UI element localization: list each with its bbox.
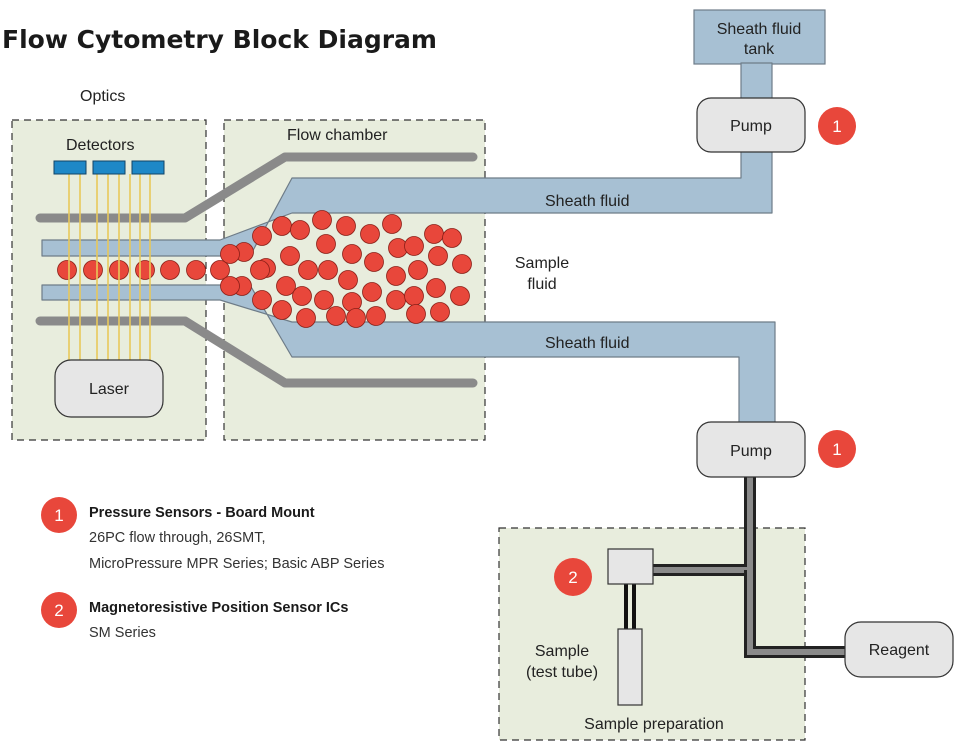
cell: [186, 260, 206, 280]
pump-bottom: [696, 421, 806, 478]
sample-preparation-label: Sample preparation: [584, 716, 724, 733]
tank-label-line2: tank: [744, 41, 775, 58]
cell: [404, 286, 424, 306]
cell: [408, 260, 428, 280]
cell: [386, 290, 406, 310]
legend-badge-2-text: 2: [54, 601, 63, 620]
laser-label: Laser: [89, 381, 130, 398]
cell: [426, 278, 446, 298]
detector-1: [53, 160, 87, 175]
cell: [57, 260, 77, 280]
pump-top-label: Pump: [730, 118, 772, 135]
legend-1-line2: MicroPressure MPR Series; Basic ABP Seri…: [89, 556, 384, 572]
sheath-fluid-tank: [693, 9, 826, 65]
cell: [338, 270, 358, 290]
cell: [220, 276, 240, 296]
cell: [298, 260, 318, 280]
cell: [366, 306, 386, 326]
cell: [406, 304, 426, 324]
test-tube: [617, 628, 643, 706]
cell: [450, 286, 470, 306]
reagent-box: [844, 621, 954, 678]
cell: [428, 246, 448, 266]
cell: [326, 306, 346, 326]
legend-1-line1: 26PC flow through, 26SMT,: [89, 530, 266, 546]
cell: [316, 234, 336, 254]
cell: [276, 276, 296, 296]
cell: [360, 224, 380, 244]
cell: [135, 260, 155, 280]
detector-2: [92, 160, 126, 175]
pump-bottom-label: Pump: [730, 443, 772, 460]
badge-pump-bottom: [818, 430, 856, 468]
sample-fluid-label-line1: Sample: [515, 255, 569, 272]
legend-badge-1: [41, 497, 77, 533]
cell: [382, 214, 402, 234]
cell: [430, 302, 450, 322]
cell: [250, 260, 270, 280]
legend-badge-2: [41, 592, 77, 628]
cell: [252, 290, 272, 310]
cell: [424, 224, 444, 244]
cell: [364, 252, 384, 272]
cell: [296, 308, 316, 328]
sample-cells: [57, 210, 472, 328]
sample-fluid-label-line2: fluid: [527, 276, 556, 293]
pump-top: [696, 97, 806, 153]
cell: [280, 246, 300, 266]
top-sheath-pipe: [41, 62, 773, 257]
laser-beams: [68, 174, 151, 360]
cell: [442, 228, 462, 248]
reagent-tube-inner: [747, 570, 845, 655]
cell: [272, 216, 292, 236]
badge-sample-prep-text: 2: [568, 568, 577, 587]
cell: [362, 282, 382, 302]
sample-tube-label-line2: (test tube): [526, 664, 598, 681]
badge-pump-top-text: 1: [832, 117, 841, 136]
cell: [318, 260, 338, 280]
cell: [386, 266, 406, 286]
cell: [292, 286, 312, 306]
cell: [252, 226, 272, 246]
sample-tube-label-line1: Sample: [535, 643, 589, 660]
sheath-fluid-top-label: Sheath fluid: [545, 193, 630, 210]
legend-1-heading: Pressure Sensors - Board Mount: [89, 505, 315, 521]
cell: [404, 236, 424, 256]
cell: [346, 308, 366, 328]
cell: [336, 216, 356, 236]
upper-gray-wall: [35, 152, 478, 223]
badge-pump-bottom-text: 1: [832, 440, 841, 459]
sheath-fluid-bottom-label: Sheath fluid: [545, 335, 630, 352]
badge-sample-prep: [554, 558, 592, 596]
legend-2-heading: Magnetoresistive Position Sensor ICs: [89, 600, 348, 616]
detector-3: [131, 160, 165, 175]
lower-gray-wall: [35, 316, 478, 388]
tank-label-line1: Sheath fluid: [717, 21, 802, 38]
badge-pump-top: [818, 107, 856, 145]
cell: [452, 254, 472, 274]
cell: [160, 260, 180, 280]
cell: [290, 220, 310, 240]
position-sensor-box: [607, 548, 654, 585]
diagram-title: Flow Cytometry Block Diagram: [2, 25, 437, 54]
legend-badge-1-text: 1: [54, 506, 63, 525]
cell: [312, 210, 332, 230]
flow-chamber-label: Flow chamber: [287, 127, 388, 144]
cell: [342, 244, 362, 264]
detectors-label: Detectors: [66, 137, 134, 154]
cell: [220, 244, 240, 264]
laser-box: [54, 359, 164, 418]
cell: [314, 290, 334, 310]
cell: [272, 300, 292, 320]
cell: [210, 260, 230, 280]
optics-label: Optics: [80, 88, 125, 105]
legend-2-line1: SM Series: [89, 625, 156, 641]
reagent-label: Reagent: [869, 642, 930, 659]
cell: [83, 260, 103, 280]
